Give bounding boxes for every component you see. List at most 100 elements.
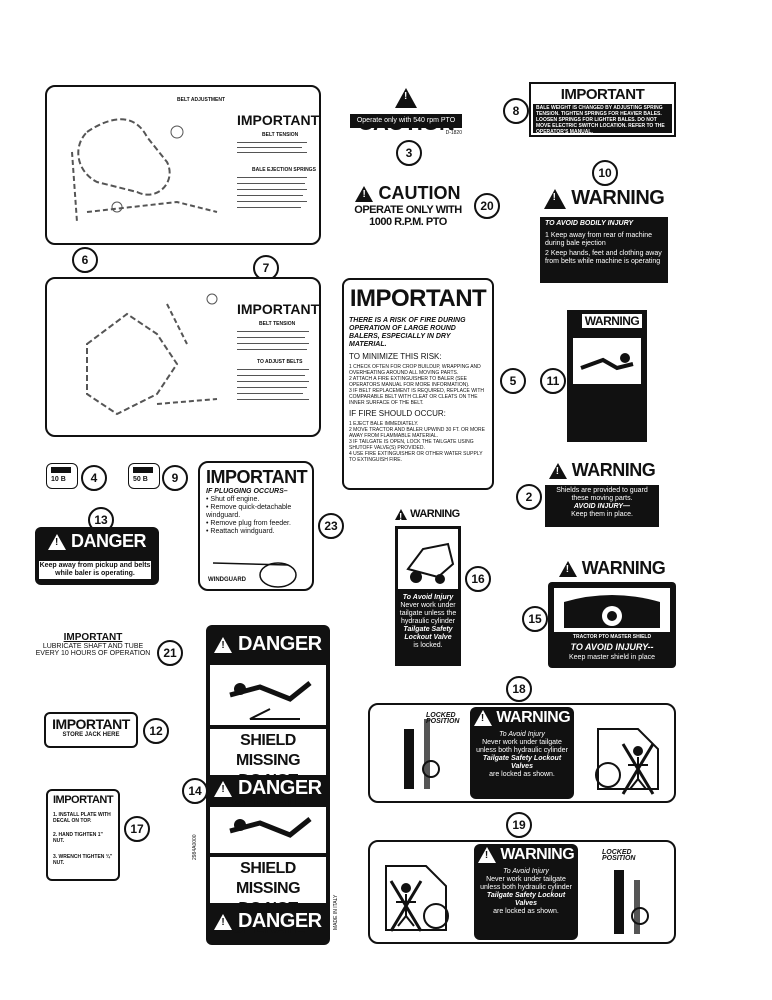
decal-6-sub1: BELT TENSION [262,132,299,138]
decal-8-text: BALE WEIGHT IS CHANGED BY ADJUSTING SPRI… [533,104,672,135]
decal-7: IMPORTANT BELT TENSION TO ADJUST BELTS [45,277,321,437]
decal-11: WARNING [567,310,647,442]
decal-18-t1: To Avoid Injury [499,731,545,738]
decal-23-b1: • Shut off engine. [206,496,260,503]
decal-23-b4: • Reattach windguard. [206,528,275,535]
belt-diagram [71,118,218,223]
decal-11-title: WARNING [582,314,642,328]
decal-19: WARNING To Avoid Injury Never work under… [368,840,676,944]
decal-15: WARNING TRACTOR PTO MASTER SHIELD TO AVO… [548,558,676,674]
decal-3-text: Operate only with 540 rpm PTO [350,114,462,128]
decal-5-f2: 2 MOVE TRACTOR AND BALER UPWIND 30 FT. O… [349,427,485,439]
decal-3-part: D-1820 [445,130,462,136]
callout-15: 15 [522,606,548,632]
decal-5-m2: 2 ATTACH A FIRE EXTINGUISHER TO BALER (S… [349,376,470,388]
warning-triangle-icon [477,846,496,863]
decal-16-title: WARNING [410,508,460,520]
decal-9-text: 50 B [133,476,148,483]
callout-8: 8 [503,98,529,124]
decal-18-t4: are locked as shown. [489,771,555,778]
decal-2-line3: Keep them in place. [571,511,633,518]
callout-2: 2 [516,484,542,510]
decal-21-line2: EVERY 10 HOURS OF OPERATION [35,650,151,657]
warning-triangle-icon [543,188,566,209]
decal-5-if-fire: IF FIRE SHOULD OCCUR: [349,409,446,418]
baler-tailgate-illustration [406,542,455,584]
decal-14: DANGER SHIELD MISSING DO NOT OPERATE DAN… [206,625,330,945]
decal-14-made: MADE IN ITALY [333,894,339,930]
decal-14-line1-a: SHIELD MISSING [235,732,301,769]
decal-6-sub2: BALE EJECTION SPRINGS [252,167,316,173]
callout-10: 10 [592,160,618,186]
windguard-illustration [212,562,297,588]
decal-14-line2-a: DO NOT OPERATE [231,772,305,809]
decal-10-title: WARNING [571,187,665,209]
decal-7-heading: IMPORTANT [237,301,320,317]
grease-gun-icon [133,467,153,473]
decal-20-title: CAUTION [378,183,461,203]
decal-23-title: IMPORTANT [206,467,308,487]
decal-16-t2: Never work under tailgate unless the hyd… [399,602,457,625]
decal-18: LOCKED POSITION WARNING To Avoid Injury … [368,703,676,803]
decal-14-line1-b: SHIELD MISSING [235,860,301,897]
decal-3: CAUTION Operate only with 540 rpm PTO D-… [350,84,462,136]
callout-7: 7 [253,255,279,281]
decal-19-t1: To Avoid Injury [503,868,549,875]
decal-21-title: IMPORTANT [63,632,123,643]
decal-16-t4: is locked. [413,642,443,649]
person-under-tailgate-illustration [385,865,449,932]
callout-20: 20 [474,193,500,219]
warning-triangle-icon [558,561,577,578]
decal-14-danger-1: DANGER [237,633,322,655]
decal-12-text: STORE JACK HERE [62,732,120,738]
decal-23-b2: • Remove quick-detachable windguard. [206,504,292,519]
callout-18: 18 [506,676,532,702]
decal-18-t3: Tailgate Safety Lockout Valves [482,755,562,770]
person-under-tailgate-illustration [595,728,659,795]
decal-2-line2: AVOID INJURY— [573,503,631,510]
decal-4-text: 10 B [51,476,66,483]
decal-14-danger-2: DANGER [237,777,322,799]
decal-8-title: IMPORTANT [560,86,645,103]
decal-13: DANGER Keep away from pickup and belts w… [35,527,159,585]
pto-shield-illustration [564,595,660,628]
danger-triangle-icon [214,913,233,930]
decal-20: CAUTION OPERATE ONLY WITH 1000 R.P.M. PT… [345,183,471,233]
callout-23: 23 [318,513,344,539]
decal-23-b3: • Remove plug from feeder. [206,520,291,527]
decal-21: IMPORTANT LUBRICATE SHAFT AND TUBE EVERY… [34,632,152,657]
decal-14-danger-3: DANGER [237,910,322,932]
decal-5-intro: THERE IS A RISK OF FIRE DURING OPERATION… [349,317,466,348]
decal-7-sub1: BELT TENSION [259,321,296,327]
warning-triangle-icon [395,88,417,109]
decal-5-f1: 1 EJECT BALE IMMEDIATELY. [349,421,419,427]
decal-5-minimize: TO MINIMIZE THIS RISK: [349,352,442,361]
decal-23-label: WINDGUARD [208,577,246,583]
decal-15-caption: TRACTOR PTO MASTER SHIELD [572,634,652,640]
decal-16-t1: To Avoid Injury [402,594,454,601]
entanglement-icon [580,353,634,371]
callout-6: 6 [72,247,98,273]
callout-5: 5 [500,368,526,394]
belt-diagram-2 [86,293,218,416]
decal-10: WARNING TO AVOID BODILY INJURY 1 Keep aw… [540,187,668,287]
decal-13-title: DANGER [71,531,147,551]
decal-17-s3: 3. WRENCH TIGHTEN ¾" NUT. [53,854,113,866]
decal-18-title: WARNING [496,709,571,726]
decal-19-locked: LOCKED POSITION [602,849,636,862]
callout-4: 4 [81,465,107,491]
warning-triangle-icon [548,463,567,480]
decal-9: 50 B [128,463,160,489]
callout-16: 16 [465,566,491,592]
decal-10-item2: 2 Keep hands, feet and clothing away fro… [545,250,662,265]
decal-19-t3: Tailgate Safety Lockout Valves [486,892,566,907]
decal-7-sub2: TO ADJUST BELTS [257,359,303,365]
warning-triangle-icon [473,709,492,726]
callout-12: 12 [143,718,169,744]
decal-14-side: 2984A0000 [192,834,198,860]
decal-17: IMPORTANT 1. INSTALL PLATE WITH DECAL ON… [46,789,120,881]
danger-triangle-icon [214,780,233,797]
decal-12-title: IMPORTANT [52,716,130,732]
decal-5-f3: 3 IF TAILGATE IS OPEN, LOCK THE TAILGATE… [349,439,474,451]
decal-5-f4: 4 USE FIRE EXTINGUISHER OR OTHER WATER S… [349,451,483,463]
